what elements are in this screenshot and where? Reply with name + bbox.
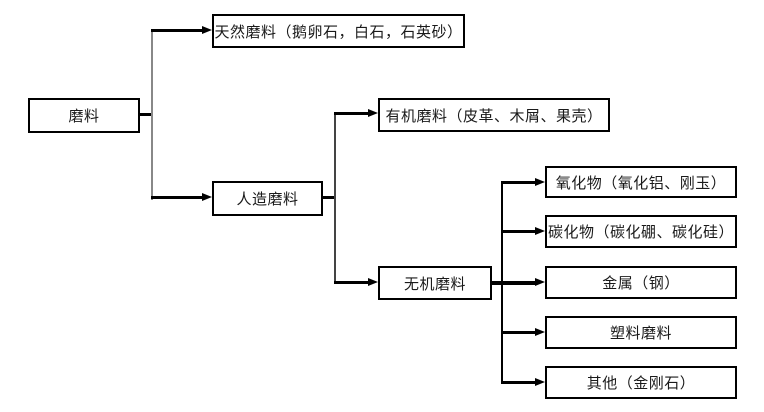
node-other-diamond: 其他（金刚石） <box>545 366 737 399</box>
arrow-head-icon <box>202 193 212 201</box>
arrow-head-icon <box>535 378 545 386</box>
node-carbide: 碳化物（碳化硼、碳化硅） <box>545 215 737 248</box>
node-plastic-abrasive: 塑料磨料 <box>545 316 737 349</box>
node-metal: 金属（钢） <box>545 266 737 299</box>
arrow-head-icon <box>535 227 545 235</box>
arrow-shaft <box>151 29 204 32</box>
arrow-inorganic-to-carbide <box>501 227 545 236</box>
node-artificial-abrasive: 人造磨料 <box>212 181 323 216</box>
arrow-root-to-natural <box>151 26 212 35</box>
arrow-artificial-to-inorganic <box>334 278 378 287</box>
arrow-inorganic-to-metal <box>492 278 545 287</box>
arrow-head-icon <box>202 26 212 34</box>
node-organic-abrasive: 有机磨料（皮革、木屑、果壳） <box>378 98 610 132</box>
node-abrasive-root: 磨料 <box>28 98 140 133</box>
arrow-inorganic-to-plastic <box>501 328 545 337</box>
arrow-shaft <box>492 280 537 285</box>
arrow-shaft <box>501 331 537 334</box>
arrow-head-icon <box>368 109 378 117</box>
arrow-shaft <box>501 181 537 184</box>
node-natural-abrasive: 天然磨料（鹅卵石，白石，石英砂） <box>212 14 465 48</box>
arrow-shaft <box>501 230 537 233</box>
arrow-head-icon <box>535 328 545 336</box>
arrow-inorganic-to-oxide <box>501 178 545 187</box>
arrow-head-icon <box>535 278 545 286</box>
arrow-root-to-artificial <box>151 193 212 202</box>
arrow-shaft <box>334 281 370 284</box>
connector-artificial-rail <box>334 112 336 284</box>
node-oxide: 氧化物（氧化铝、刚玉） <box>545 166 737 198</box>
connector-artificial-stub <box>323 196 336 199</box>
arrow-shaft <box>151 196 204 199</box>
arrow-inorganic-to-other <box>501 378 545 387</box>
node-inorganic-abrasive: 无机磨料 <box>378 266 492 300</box>
arrow-shaft <box>501 381 537 384</box>
arrow-head-icon <box>368 278 378 286</box>
arrow-artificial-to-organic <box>334 109 378 118</box>
connector-root-stub <box>140 113 152 116</box>
connector-root-rail <box>151 30 153 200</box>
arrow-shaft <box>334 112 370 115</box>
arrow-head-icon <box>535 178 545 186</box>
